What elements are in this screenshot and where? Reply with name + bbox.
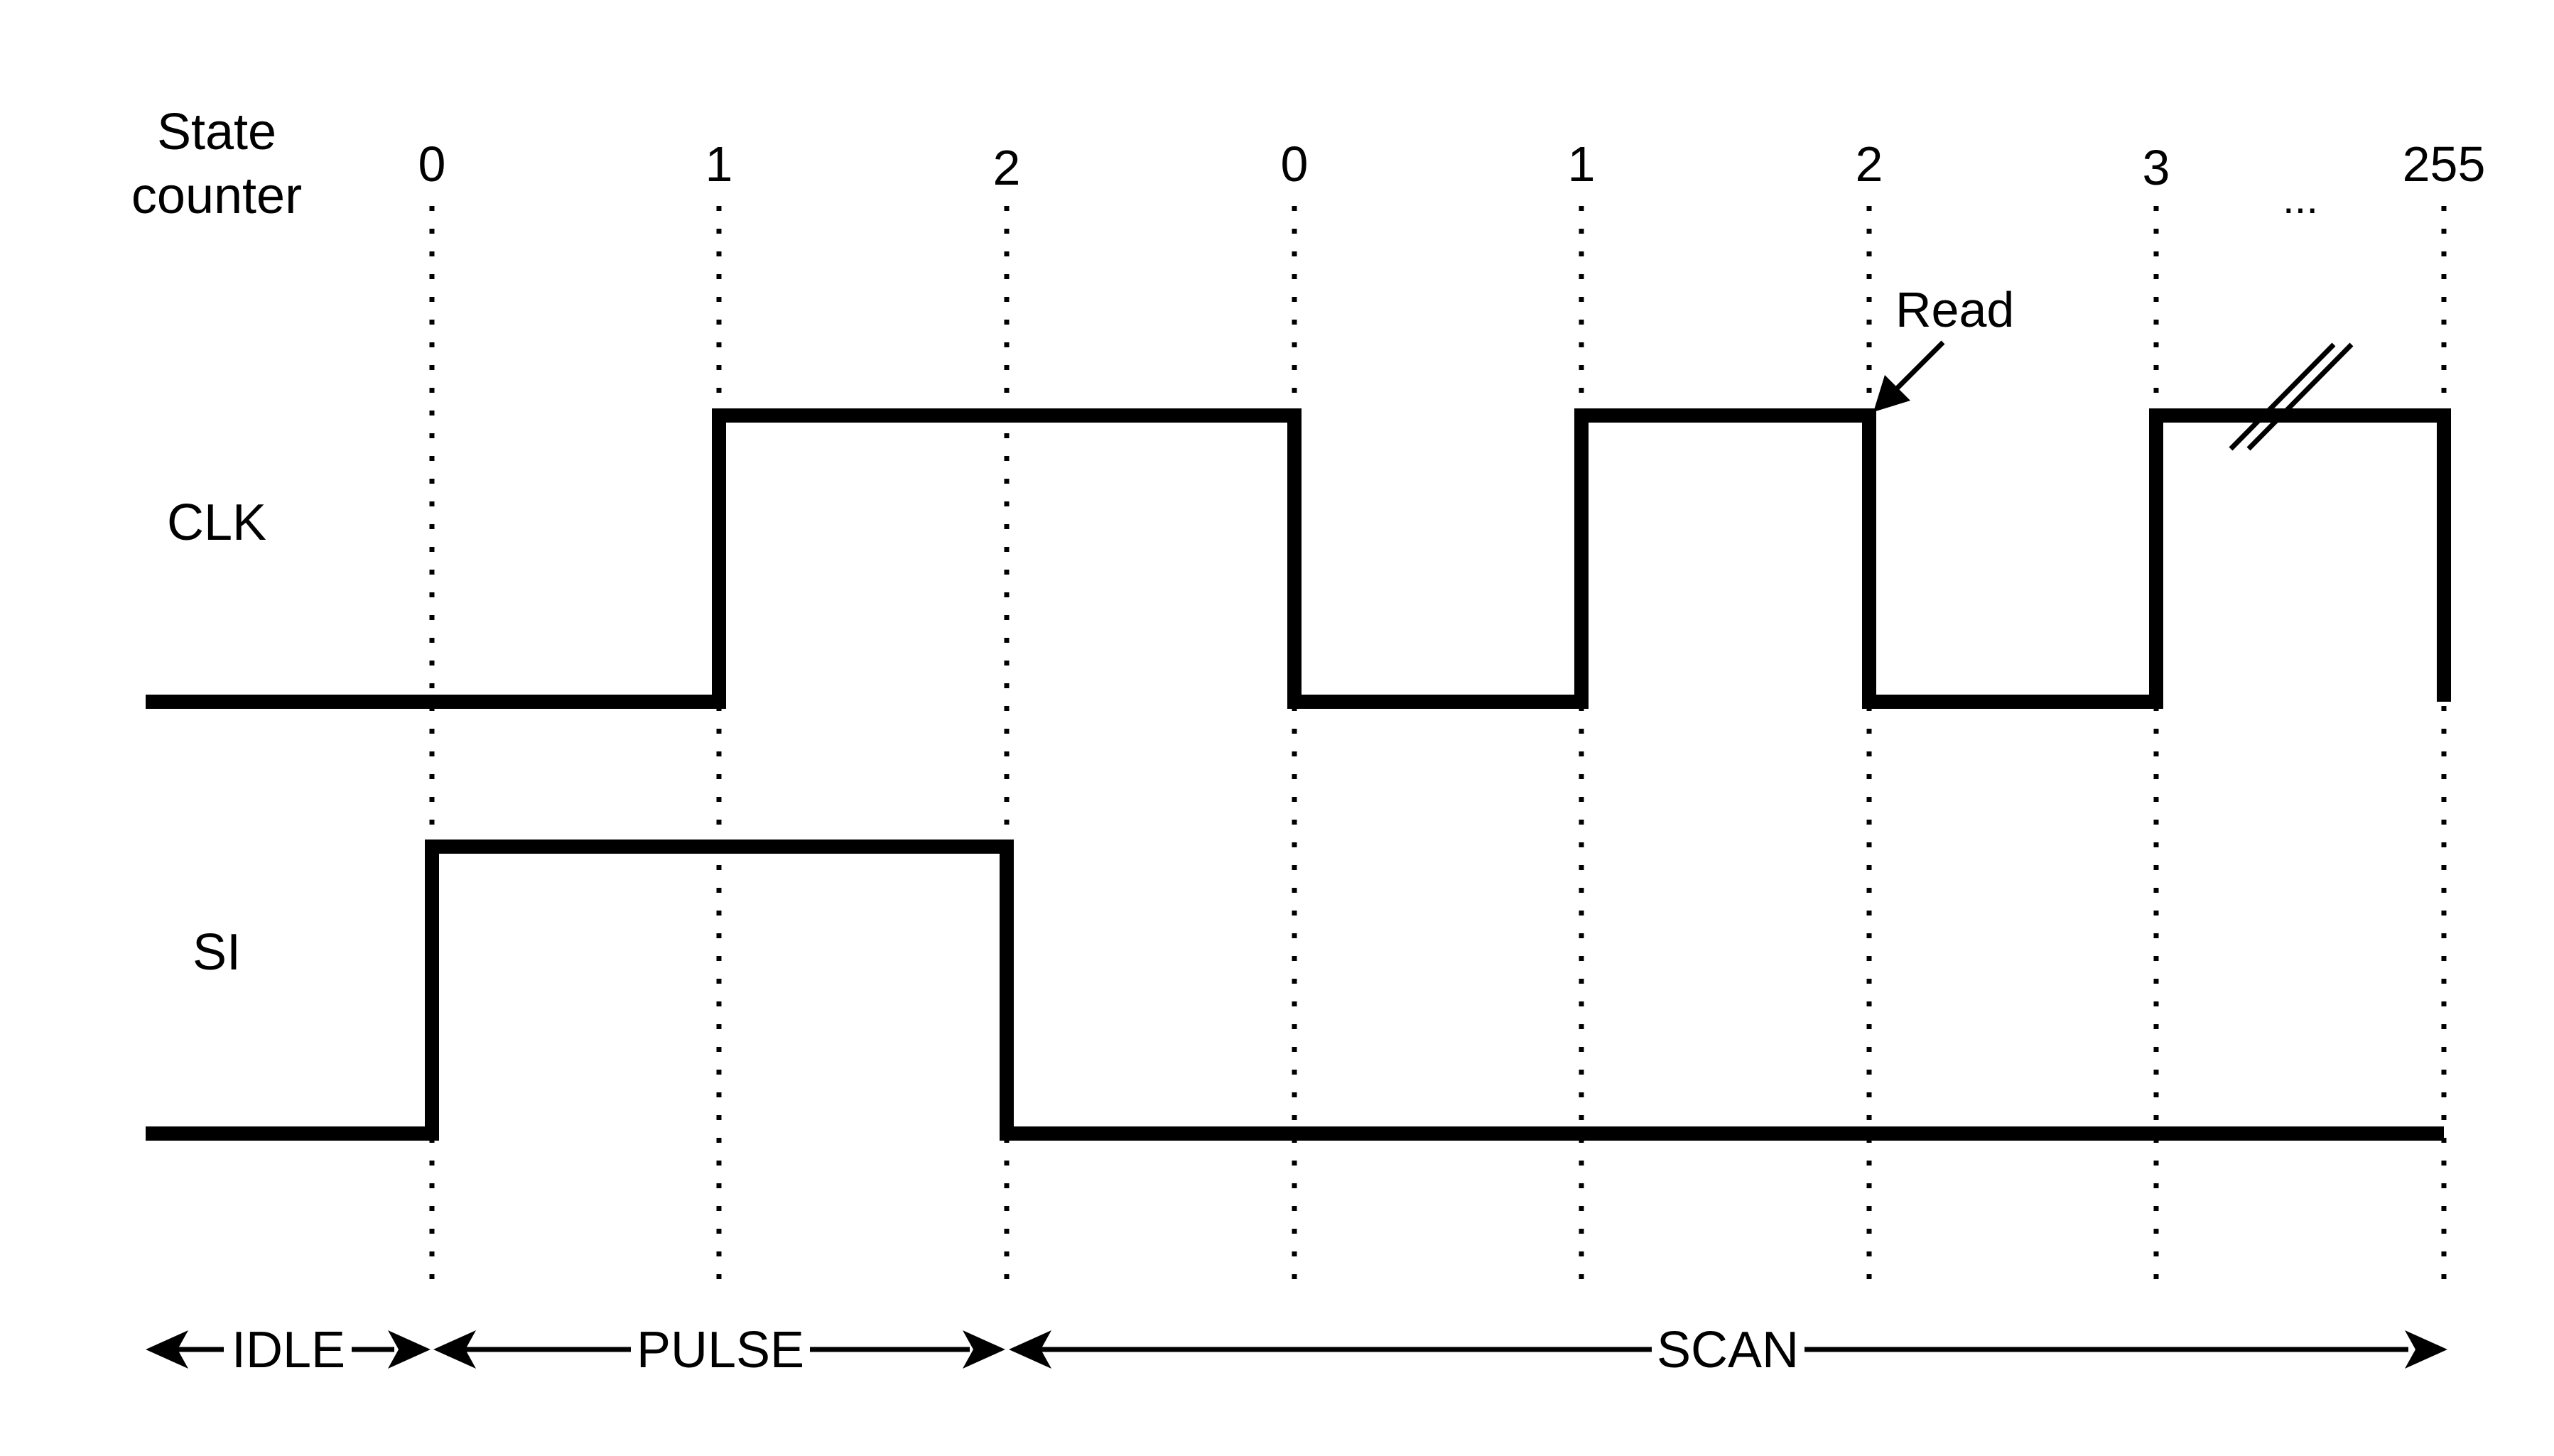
phase-span-scan: SCAN <box>1009 1322 2447 1379</box>
tick-label: 0 <box>1281 136 1309 192</box>
tick-label: 255 <box>2403 136 2486 192</box>
read-annotation: Read <box>1895 282 2014 337</box>
break-mark-icon <box>2229 342 2354 451</box>
read-arrow-icon <box>1873 340 1945 412</box>
state-counter-label-line2: counter <box>131 168 302 224</box>
si-label: SI <box>193 924 241 981</box>
tick-label: 1 <box>705 136 733 192</box>
clk-label: CLK <box>167 494 266 551</box>
phase-spans: IDLE PULSE SCAN <box>146 1322 2447 1379</box>
tick-label: 1 <box>1568 136 1596 192</box>
clk-waveform <box>146 408 2451 709</box>
tick-label: 2 <box>993 140 1021 195</box>
phase-span-idle: IDLE <box>146 1322 431 1379</box>
state-counter-label-line1: State <box>157 104 276 161</box>
si-waveform <box>146 840 2444 1141</box>
phase-label-pulse: PULSE <box>637 1322 804 1379</box>
ellipsis-label: ... <box>2283 175 2318 222</box>
tick-label: 3 <box>2143 140 2170 195</box>
phase-label-scan: SCAN <box>1657 1322 1799 1379</box>
state-counter-ticks: 0 1 2 0 1 2 3 255 <box>418 136 2486 195</box>
tick-label: 0 <box>418 136 446 192</box>
dotted-guides <box>429 206 2447 1282</box>
phase-label-idle: IDLE <box>232 1322 345 1379</box>
tick-label: 2 <box>1856 136 1883 192</box>
phase-span-pulse: PULSE <box>433 1322 1005 1379</box>
